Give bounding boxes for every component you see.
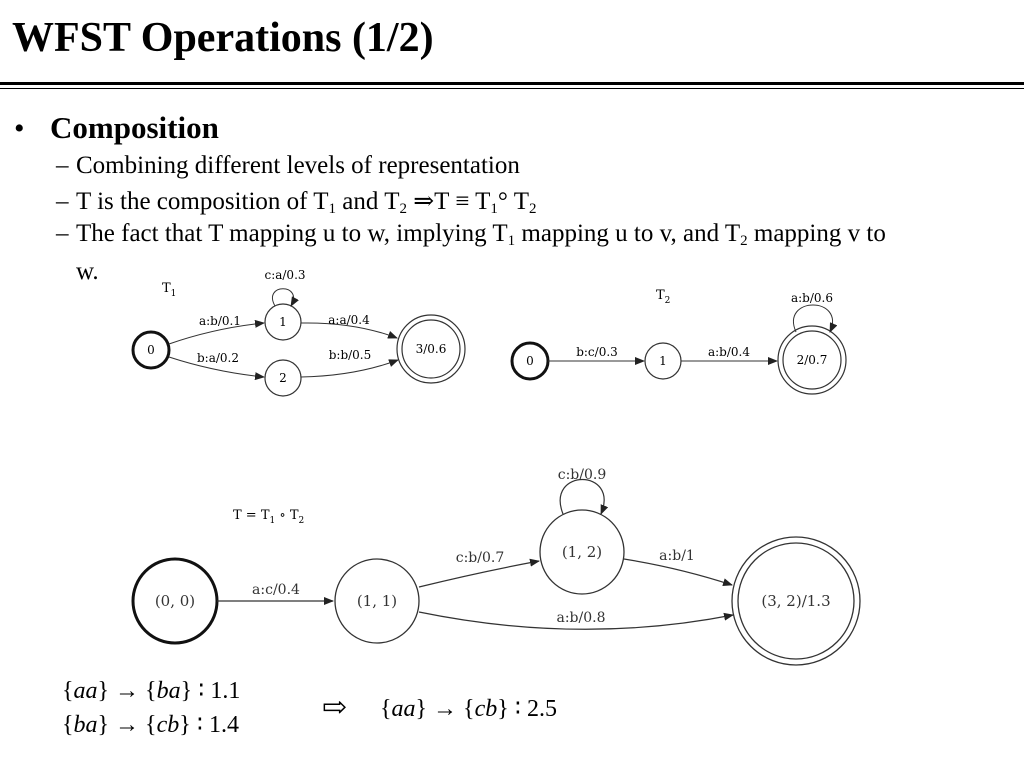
t-state-1-1 [334,558,420,644]
subpoint-3-continuation: w. [76,258,99,285]
eq-rhs: ba [156,678,181,704]
title-rule-thick [0,82,1024,85]
subpoint-2: –T is the composition of T1 and T2 ⇒T ≡ … [56,186,536,218]
t-label: T = T1 ∘ T2 [233,508,304,526]
t2-state-2-outer [777,325,847,395]
t2-state-0-label: 0 [526,354,534,368]
equation-right: {aa} → {cb} ∶ 2.5 [380,696,557,722]
subscript: 2 [740,233,748,249]
subpoint-1-text: Combining different levels of representa… [76,152,520,179]
t1-state-3-outer [396,314,466,384]
equation-left-1: {aa} → {ba} ∶ 1.1 [62,678,241,704]
t1-state-0 [131,330,171,370]
t1-label: T1 [162,281,176,299]
eq-rhs: cb [474,696,498,722]
t2-arc-2-loop-label: a:b/0.6 [791,291,833,305]
subscript: 2 [528,201,537,217]
t1-state-3-label: 3/0.6 [416,342,447,356]
title-rule-thin [0,88,1024,89]
subscript: 1 [507,233,516,249]
t1-arc-1-loop-label: c:a/0.3 [264,268,305,282]
t1-arc-0-2 [168,356,265,381]
subscript: 1 [490,201,498,217]
t1-state-0-label: 0 [147,343,155,357]
t2-state-2-label: 2/0.7 [797,353,828,367]
t-state-3-2-label: (3, 2)/1.3 [761,592,830,610]
eq-lhs: ba [73,712,98,738]
t1-arc-1-3-label: a:a/0.4 [328,313,370,327]
t-arc-11-12 [418,558,540,588]
t1-state-1-label: 1 [279,315,287,329]
subpoint-3-text: The fact that T mapping u to w, implying… [76,220,508,247]
dash: – [56,152,69,179]
bullet-dot: • [14,112,25,145]
t2-state-2 [782,330,842,390]
t1-state-2 [264,359,302,397]
t-arc-12-32-label: a:b/1 [659,548,695,564]
t-state-3-2 [737,542,855,660]
eq-lhs: aa [391,696,416,722]
t1-arc-2-3-label: b:b/0.5 [329,348,372,362]
subpoint-2-text: and T [336,188,400,215]
subpoint-1: –Combining different levels of represent… [56,152,520,180]
t-composition-diagram: T = T1 ∘ T2 (0, 0) (1, 1) (1, 2) (3, 2)/… [131,467,861,666]
t1-state-2-label: 2 [279,371,287,385]
t-arc-11-12-label: c:b/0.7 [456,550,505,566]
t1-arc-2-3 [300,359,399,378]
subpoint-3-text: mapping v to [747,220,886,247]
eq-value: 1.4 [209,712,239,738]
t-arc-12-loop-label: c:b/0.9 [558,467,607,483]
dash: – [56,220,69,247]
subpoint-2-text: ° T [497,188,529,215]
subpoint-3-text: mapping u to v, and T [515,220,741,247]
eq-rhs: cb [156,712,180,738]
t-state-3-2-outer [731,536,861,666]
eq-value: 1.1 [210,678,241,704]
t-state-0-0-label: (0, 0) [155,592,195,610]
subpoint-2-text: T is the composition of T [76,188,329,215]
subscript: 2 [399,201,407,217]
t1-state-1 [264,303,302,341]
t-arc-12-32 [623,558,733,587]
t1-arc-0-2-label: b:a/0.2 [197,351,239,365]
t1-arc-0-1-label: a:b/0.1 [199,314,241,328]
t1-arc-1-loop [272,288,299,307]
t2-state-1-label: 1 [659,354,667,368]
t-arc-00-11-label: a:c/0.4 [252,582,300,598]
t1-diagram: T1 0 1 2 3/0.6 a:b/0.1 b:a/0.2 c:a/0.3 a… [131,268,466,397]
t2-diagram: T2 0 1 2/0.7 b:c/0.3 a:b/0.4 a:b/0.6 [510,288,847,395]
equation-left-2: {ba} → {cb} ∶ 1.4 [62,712,239,738]
dash: – [56,188,69,215]
t1-arc-0-1 [168,319,265,345]
t2-arc-1-2-label: a:b/0.4 [708,345,750,359]
t1-state-3 [401,319,461,379]
implies-arrow-icon: ⇨ [322,691,348,724]
t2-arc-2-loop [793,304,838,333]
eq-lhs: aa [73,678,98,704]
subpoint-3: –The fact that T mapping u to w, implyin… [56,220,886,250]
t-state-1-1-label: (1, 1) [357,592,397,610]
t-state-1-2-label: (1, 2) [562,543,602,561]
subscript: 1 [328,201,337,217]
t2-label: T2 [656,288,670,306]
t-arc-11-32 [418,611,734,630]
t-arc-12-loop [559,478,609,515]
t-state-1-2 [539,509,625,595]
subpoint-2-text: ⇒T ≡ T [406,188,491,215]
bullet-heading: Composition [50,110,219,145]
t-arc-11-32-label: a:b/0.8 [556,610,605,626]
t1-arc-1-3 [300,322,398,339]
slide-title: WFST Operations (1/2) [12,15,434,61]
eq-value: 2.5 [527,696,557,722]
t2-arc-0-1-label: b:c/0.3 [576,345,618,359]
